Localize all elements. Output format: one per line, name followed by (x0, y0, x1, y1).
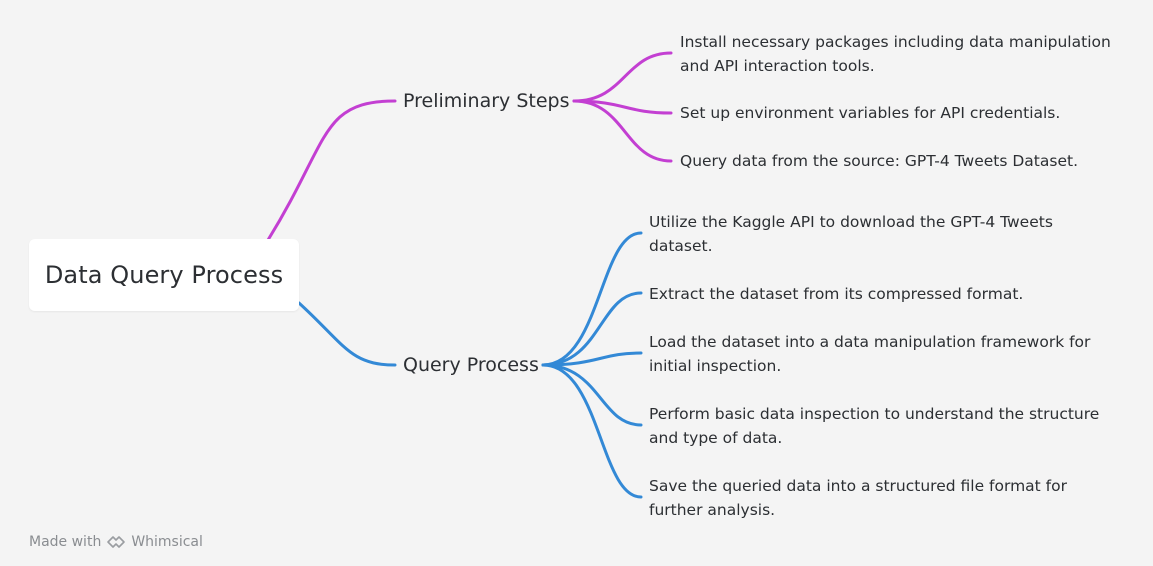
connector-query-4 (541, 363, 643, 427)
leaf-text: Utilize the Kaggle API to download the G… (649, 213, 1053, 255)
leaf-query-3[interactable]: Load the dataset into a data manipulatio… (649, 330, 1109, 378)
leaf-preliminary-2[interactable]: Set up environment variables for API cre… (680, 101, 1150, 125)
root-node-label: Data Query Process (44, 261, 284, 289)
made-with-whimsical-link[interactable]: Made with Whimsical (29, 534, 203, 550)
leaf-query-2[interactable]: Extract the dataset from its compressed … (649, 282, 1119, 306)
leaf-preliminary-1[interactable]: Install necessary packages including dat… (680, 30, 1120, 78)
connector-preliminary-3 (572, 99, 673, 163)
leaf-query-1[interactable]: Utilize the Kaggle API to download the G… (649, 210, 1079, 258)
leaf-query-4[interactable]: Perform basic data inspection to underst… (649, 402, 1119, 450)
brand-label: Whimsical (131, 534, 203, 550)
branch-label: Preliminary Steps (403, 90, 570, 112)
connector-query-5 (541, 363, 643, 499)
branch-preliminary-steps[interactable]: Preliminary Steps (403, 90, 570, 112)
whimsical-logo-icon (106, 535, 126, 549)
leaf-text: Install necessary packages including dat… (680, 33, 1111, 75)
connector-query-3 (541, 351, 643, 367)
leaf-text: Set up environment variables for API cre… (680, 104, 1061, 122)
leaf-text: Save the queried data into a structured … (649, 477, 1067, 519)
connector-query-2 (541, 291, 643, 367)
leaf-text: Query data from the source: GPT-4 Tweets… (680, 152, 1078, 170)
connector-root-query (297, 301, 397, 367)
connector-root-preliminary (266, 99, 397, 242)
connector-preliminary-1 (572, 51, 673, 103)
connector-query-1 (541, 231, 643, 367)
branch-query-process[interactable]: Query Process (403, 354, 539, 376)
branch-label: Query Process (403, 354, 539, 376)
leaf-text: Perform basic data inspection to underst… (649, 405, 1100, 447)
leaf-query-5[interactable]: Save the queried data into a structured … (649, 474, 1089, 522)
leaf-preliminary-3[interactable]: Query data from the source: GPT-4 Tweets… (680, 149, 1150, 173)
root-node[interactable]: Data Query Process (29, 239, 299, 311)
leaf-text: Load the dataset into a data manipulatio… (649, 333, 1091, 375)
leaf-text: Extract the dataset from its compressed … (649, 285, 1024, 303)
made-with-label: Made with (29, 534, 102, 550)
